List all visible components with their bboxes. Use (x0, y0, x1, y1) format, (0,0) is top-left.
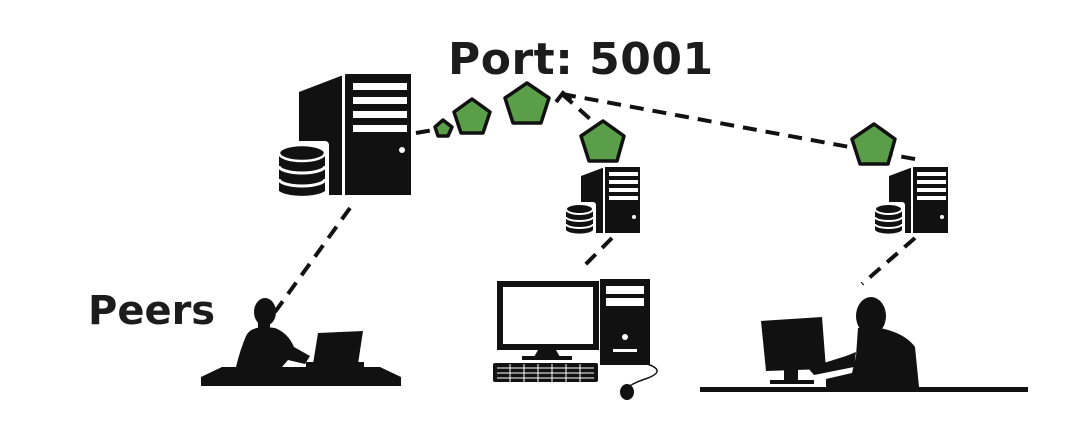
mouse-cable-icon (627, 362, 658, 389)
server-icon (581, 167, 640, 233)
peer-server-middle (563, 167, 640, 238)
tower-icon (600, 279, 650, 365)
desktop-computer-icon (493, 279, 658, 400)
link-right-server-to-monitor-user (860, 236, 917, 286)
link-middle-server-to-desktop (580, 236, 614, 270)
peer-server-right (872, 167, 948, 238)
database-icon (872, 202, 905, 238)
person-at-monitor-icon (700, 297, 1028, 392)
person-at-laptop-icon (201, 298, 401, 386)
link-main-server-to-laptop-user (273, 206, 352, 314)
packet-icon (452, 97, 492, 135)
monitor-icon (497, 281, 599, 360)
database-icon (563, 202, 596, 238)
database-icon (275, 141, 329, 203)
port-label: Port: 5001 (448, 34, 714, 85)
packet-icon (579, 119, 626, 163)
main-server (275, 74, 411, 203)
packets (433, 81, 897, 166)
packet-icon (503, 81, 551, 125)
keyboard-icon (493, 363, 598, 382)
peers-label: Peers (88, 288, 216, 334)
mouse-icon (620, 384, 634, 400)
hub-arrow-icon (554, 90, 573, 104)
packet-icon (850, 122, 897, 166)
server-icon (889, 167, 948, 233)
packet-icon (433, 118, 454, 138)
